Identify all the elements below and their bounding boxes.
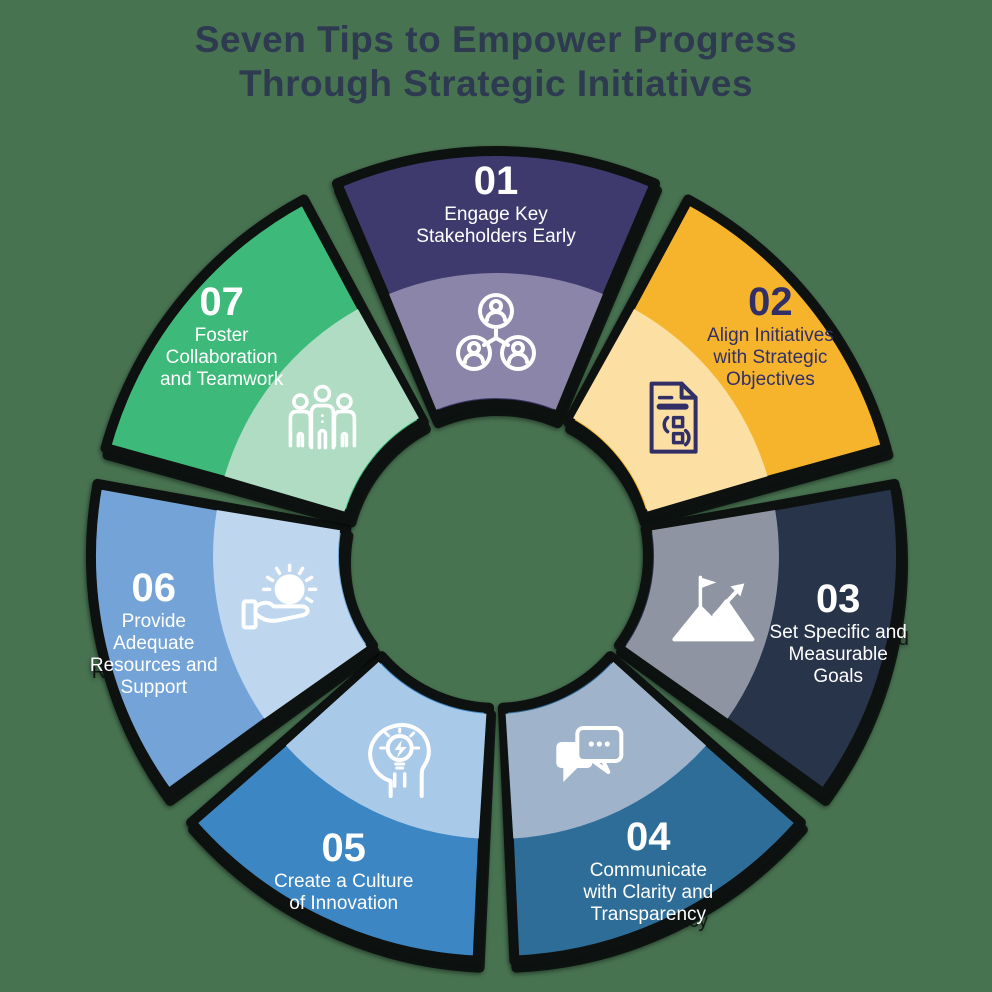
page-title: Seven Tips to Empower Progress Through S… xyxy=(0,18,992,106)
team-icon xyxy=(288,384,357,450)
title-line-1: Seven Tips to Empower Progress xyxy=(194,19,798,60)
hand-support-icon xyxy=(241,563,318,630)
innovation-head-icon xyxy=(368,723,431,798)
goal-mountain-icon xyxy=(672,575,755,642)
segment-04-number: 04 xyxy=(626,815,671,859)
stakeholders-network-icon xyxy=(456,293,536,371)
segment-06-inner-band xyxy=(213,510,367,719)
segment-02-number: 02 xyxy=(748,280,793,324)
chat-bubbles-icon xyxy=(556,726,624,782)
segment-02-inner-band xyxy=(573,309,768,512)
segment-01-number: 01 xyxy=(474,159,519,203)
segment-06-number: 06 xyxy=(132,566,177,610)
title-line-2: Through Strategic Initiatives xyxy=(238,63,754,104)
segment-07-number: 07 xyxy=(199,280,244,324)
segment-01-inner-band xyxy=(389,272,603,410)
strategic-document-icon xyxy=(649,381,698,454)
segment-03-number: 03 xyxy=(816,577,861,621)
segment-05-number: 05 xyxy=(321,826,366,870)
